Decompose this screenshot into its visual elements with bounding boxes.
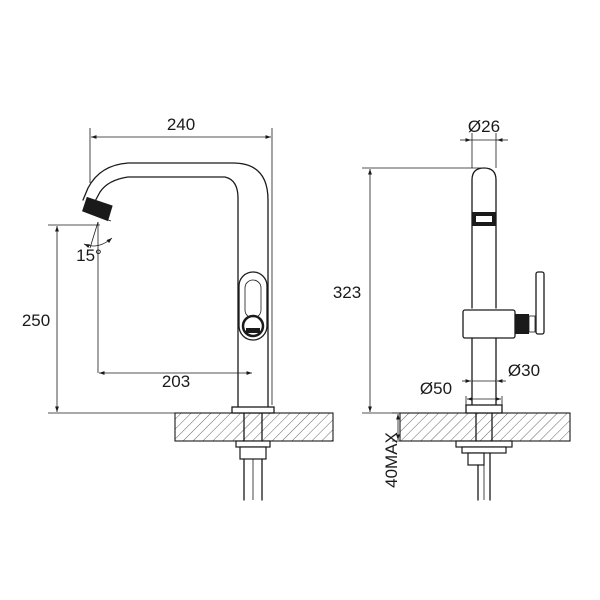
- under-counter-fixing-right: [455, 412, 513, 501]
- label-spout-height: 250: [22, 311, 50, 330]
- valve-cap: [515, 314, 529, 334]
- spout-column: [471, 167, 497, 309]
- label-spout-diameter: Ø26: [468, 117, 500, 136]
- side-view: 240 250 15° 203: [22, 115, 334, 501]
- valve-body: [462, 309, 516, 339]
- label-body-diameter: Ø30: [508, 361, 540, 380]
- faucet-body: [82, 162, 269, 414]
- label-counter-thickness: 40MAX: [382, 432, 401, 488]
- front-view: Ø26 323 Ø30 Ø50 40MAX: [333, 117, 571, 501]
- under-counter-fixing-left: [235, 412, 271, 501]
- label-base-diameter: Ø50: [420, 379, 452, 398]
- label-spout-angle: 15°: [76, 246, 102, 265]
- label-overall-reach: 240: [167, 115, 195, 134]
- counter-slab-left: [174, 412, 334, 442]
- front-lever: [535, 271, 545, 335]
- label-spout-reach: 203: [162, 372, 190, 391]
- base-flange-right: [465, 404, 503, 414]
- counter-slab-right: [399, 412, 571, 442]
- label-total-height: 323: [333, 283, 361, 302]
- base-flange-left: [231, 406, 275, 414]
- angle-arc: [83, 237, 113, 249]
- aerator: [82, 196, 113, 222]
